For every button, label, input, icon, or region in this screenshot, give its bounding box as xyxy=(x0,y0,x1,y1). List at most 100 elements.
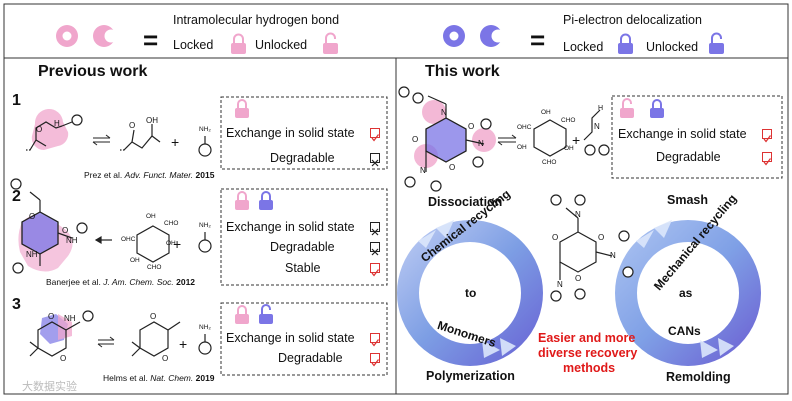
item3-o-label: O xyxy=(48,312,55,321)
item2-plus: + xyxy=(173,236,182,252)
item3-locked-icon xyxy=(235,305,249,324)
mechanical-recycling-ring xyxy=(615,220,761,366)
center-molecule xyxy=(550,194,634,302)
item3-amine xyxy=(198,334,212,355)
item2-nh-label: NH xyxy=(66,236,78,245)
tw-row2-label: Degradable xyxy=(656,150,721,164)
thiswork-blue-locked-icon xyxy=(650,99,664,118)
item1-product xyxy=(120,124,161,151)
item2-number: 2 xyxy=(12,188,21,205)
thiswork-equilibrium-arrows xyxy=(497,134,517,146)
item1-citation: Prez et al. Adv. Funct. Mater. 2015 xyxy=(84,170,215,180)
tw-oh-left: OH xyxy=(517,144,527,151)
center-n1: N xyxy=(575,210,581,219)
watermark: 大数据实验 xyxy=(22,381,77,393)
legend-pi-title: Pi-electron delocalization xyxy=(563,13,702,27)
item2-oh-right: OH xyxy=(166,240,176,247)
cycle2-top-label: Smash xyxy=(667,193,708,207)
item2-nh2-label: NH₂ xyxy=(199,222,211,229)
box-thiswork xyxy=(611,95,783,179)
previous-work-heading: Previous work xyxy=(38,63,148,80)
item2-o2-label: O xyxy=(62,226,69,235)
center-o1: O xyxy=(552,233,559,242)
item3-citation: Helms et al. Nat. Chem. 2019 xyxy=(103,373,215,383)
item2-ohc-left: OHC xyxy=(121,236,136,243)
item3-structure xyxy=(29,310,94,357)
box-item3 xyxy=(220,302,388,376)
tw-row1-check-icon xyxy=(762,129,772,143)
tw-o1-label: O xyxy=(468,122,475,131)
box-item1 xyxy=(220,96,388,170)
legend-equals-2: = xyxy=(530,25,546,55)
item1-row2-cross-icon xyxy=(370,153,380,167)
item3-row1-label: Exchange in solid state xyxy=(226,331,355,345)
blue-ring-icon xyxy=(443,25,465,47)
cycle2-mid-label: as xyxy=(679,286,693,300)
item2-structure xyxy=(10,178,88,274)
item2-cho-bottom: CHO xyxy=(147,264,162,271)
cycle1-top-label: Dissociation xyxy=(428,195,503,209)
chemical-recycling-ring xyxy=(397,220,543,366)
tw-oh-top: OH xyxy=(541,109,551,116)
pink-locked-icon xyxy=(231,33,246,54)
item1-plus: + xyxy=(171,134,180,150)
center-n2: N xyxy=(610,251,616,260)
item2-row3-label: Stable xyxy=(285,261,321,275)
legend-hbond-title: Intramolecular hydrogen bond xyxy=(173,13,340,27)
item2-cho-right: CHO xyxy=(164,220,179,227)
center-o3: O xyxy=(575,274,582,283)
item3-product xyxy=(131,321,181,357)
center-n3: N xyxy=(557,280,563,289)
tw-amine-n: N xyxy=(594,122,600,131)
tw-amine-h: H xyxy=(598,105,604,112)
box-item2 xyxy=(220,188,388,286)
tw-n1-label: N xyxy=(441,108,447,117)
item1-row1-check-icon xyxy=(370,128,380,142)
tw-row1-label: Exchange in solid state xyxy=(618,127,747,141)
item2-locked-icon xyxy=(235,191,249,210)
legend-pi-locked: Locked xyxy=(563,40,604,54)
item3-equilibrium-arrows xyxy=(97,336,115,348)
pink-crescent-icon xyxy=(93,25,118,47)
item3-o2-label: O xyxy=(60,354,67,363)
item1-number: 1 xyxy=(12,92,21,109)
item1-amine xyxy=(198,136,212,157)
item3-prod-o2-label: O xyxy=(162,354,169,363)
item2-row3-check-icon xyxy=(370,263,380,277)
thiswork-pink-unlocked-icon xyxy=(620,98,634,118)
center-note-line1: Easier and more xyxy=(538,331,636,345)
cycle1-mid-label: to xyxy=(465,286,477,300)
item1-o2-label: O xyxy=(129,121,136,130)
cycle1-bottom-label: Polymerization xyxy=(426,369,515,383)
this-work-heading: This work xyxy=(425,63,500,80)
item3-row2-label: Degradable xyxy=(278,351,343,365)
item2-oh-left: OH xyxy=(130,257,140,264)
center-o2: O xyxy=(598,233,605,242)
tw-ohc-left: OHC xyxy=(517,124,532,131)
item1-nh-label: H xyxy=(54,119,60,128)
center-note-line3: methods xyxy=(563,361,616,375)
tw-row2-check-icon xyxy=(762,152,772,166)
legend-hbond-unlocked: Unlocked xyxy=(255,38,308,52)
item3-row2-check-icon xyxy=(370,353,380,367)
cycle2-bottom-label: Remolding xyxy=(666,370,731,384)
cycle2-low-label: CANs xyxy=(668,324,701,338)
item1-row2-label: Degradable xyxy=(270,151,335,165)
item3-row1-check-icon xyxy=(370,333,380,347)
tw-oh-right: OH xyxy=(564,145,574,152)
item2-row1-cross-icon xyxy=(370,222,380,236)
item3-prod-o-label: O xyxy=(150,312,157,321)
item2-row1-label: Exchange in solid state xyxy=(226,220,355,234)
item3-blue-unlocked-icon xyxy=(259,304,273,324)
item2-amine xyxy=(198,232,212,253)
item2-oh-top: OH xyxy=(146,213,156,220)
item2-aldehyde xyxy=(136,225,170,263)
tw-o2-label: O xyxy=(412,135,419,144)
tw-cho-right: CHO xyxy=(561,117,576,124)
legend-hbond-locked: Locked xyxy=(173,38,214,52)
item3-nh2-label: NH₂ xyxy=(199,324,211,331)
blue-crescent-icon xyxy=(480,25,505,47)
item1-row1-label: Exchange in solid state xyxy=(226,126,355,140)
thiswork-molecule xyxy=(398,86,496,192)
thiswork-aldehyde xyxy=(533,119,567,157)
